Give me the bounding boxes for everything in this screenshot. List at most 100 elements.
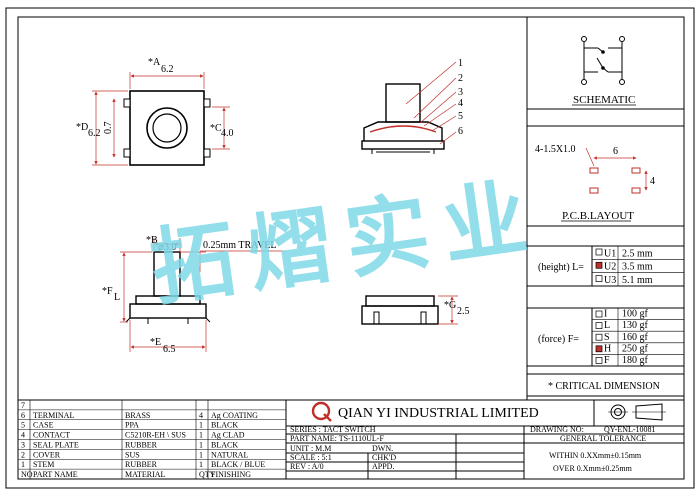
parts-finish-cell: BLACK — [211, 421, 238, 430]
critical-dimension-note: * CRITICAL DIMENSION — [548, 381, 660, 392]
pcb-pad — [631, 167, 641, 174]
rev: REV : A/0 — [290, 462, 324, 471]
side-view: *B ⌀3.0 0.25mm TRAVEL *F L *E 6.5 — [102, 235, 286, 355]
parts-no-cell: 2 — [21, 450, 25, 459]
parts-name-cell: TERMINAL — [33, 411, 74, 420]
height-prefix: (height) L= — [538, 262, 584, 273]
parts-name-cell: CASE — [33, 421, 54, 430]
pcb-dim-h: 6 — [613, 146, 618, 157]
callout-2: 2 — [458, 73, 463, 84]
callout-3: 3 — [458, 87, 463, 98]
force_options-value: 180 gf — [622, 355, 649, 366]
force_options-code: I — [604, 309, 607, 320]
parts-qty-cell: 1 — [199, 460, 203, 469]
parts-name-cell: STEM — [33, 460, 54, 469]
parts-name-cell: COVER — [33, 450, 61, 459]
dim-f-label: *F — [102, 286, 113, 297]
height_options-code: U3 — [604, 275, 616, 286]
parts-no-cell: 1 — [21, 460, 25, 469]
company-logo — [311, 401, 332, 422]
dim-e-value: 6.5 — [163, 344, 176, 355]
part-name: PART NAME: TS-1110UL-F — [290, 434, 384, 443]
parts-finish-cell: Ag CLAD — [211, 431, 245, 440]
tolerance-within: WITHIN 0.XXmm±0.15mm — [549, 451, 642, 460]
callout-6: 6 — [458, 126, 463, 137]
appd: APPD. — [372, 462, 394, 471]
force_options-checkbox — [595, 345, 603, 353]
company-name: QIAN YI INDUSTRIAL LIMITED — [338, 406, 539, 421]
callout-1: 1 — [458, 58, 463, 69]
watermark: 拓熠实业 — [145, 170, 546, 317]
force_options-checkbox — [595, 310, 603, 318]
section-view: 1 2 3 4 5 6 — [361, 58, 463, 154]
parts-finish-cell: Ag COATING — [211, 411, 258, 420]
parts-finish-cell: FINISHING — [211, 470, 251, 479]
scale: SCALE : 5:1 — [290, 453, 332, 462]
parts-no-cell: 4 — [21, 431, 25, 440]
callout-4: 4 — [458, 98, 463, 109]
pcb-dim-v: 4 — [650, 176, 655, 187]
height_options-value: 5.1 mm — [622, 275, 653, 286]
parts-material-cell: RUBBER — [125, 440, 158, 449]
parts-no-cell: 5 — [21, 421, 25, 430]
force_options-code: L — [604, 320, 610, 331]
travel-label: 0.25mm TRAVEL — [203, 240, 277, 251]
force_options-value: 100 gf — [622, 309, 649, 320]
dim-d-label: *D — [76, 122, 88, 133]
parts-qty-cell: 1 — [199, 421, 203, 430]
tolerance-title: GENERAL TOLERANCE — [560, 434, 646, 443]
parts-finish-cell: NATURAL — [211, 450, 248, 459]
parts-name-cell: PART NAME — [33, 470, 78, 479]
parts-material-cell: BRASS — [125, 411, 150, 420]
projection-symbol-icon — [608, 403, 666, 421]
parts-qty-cell: 1 — [199, 450, 203, 459]
parts-name-cell: SEAL PLATE — [33, 440, 79, 449]
parts-material-cell: PPA — [125, 421, 139, 430]
dim-b-value: ⌀3.0 — [158, 242, 177, 253]
pcb-holes-label: 4-1.5X1.0 — [535, 144, 576, 155]
pcb-pad — [589, 167, 599, 174]
callout-5: 5 — [458, 111, 463, 122]
dim-g-label: *G — [444, 300, 456, 311]
force_options-code: S — [604, 332, 610, 343]
force_options-value: 130 gf — [622, 320, 649, 331]
height_options-checkbox — [595, 275, 603, 282]
parts-no-cell: 3 — [21, 440, 25, 449]
height_options-checkbox — [595, 261, 603, 269]
dim-c-label: *C — [210, 123, 222, 134]
parts-no-cell: NO — [21, 470, 33, 479]
drawing-no-label: DRAWING NO: — [530, 425, 584, 434]
parts-qty-cell: 1 — [199, 440, 203, 449]
force_options-code: F — [604, 355, 610, 366]
parts-material-cell: C5210R-EH \ SUS — [125, 431, 186, 440]
parts-no-cell: 7 — [21, 401, 25, 410]
pcb-layout-box: 4-1.5X1.0 6 4 P.C.B.LAYOUT — [526, 125, 685, 227]
dim-e-label: *E — [150, 337, 161, 348]
force_options-code: H — [604, 343, 611, 354]
chkd: CHK'D — [372, 453, 396, 462]
height_options-code: U1 — [604, 248, 616, 259]
pcb-pad — [631, 187, 641, 194]
series: SERIES : TACT SWITCH — [290, 425, 376, 434]
schematic-box: SCHEMATIC — [526, 16, 685, 110]
height_options-value: 3.5 mm — [622, 262, 653, 273]
parts-qty-cell: 4 — [199, 411, 203, 420]
parts-material-cell: MATERIAL — [125, 470, 166, 479]
drawing-no: QY-ENL-10081 — [604, 425, 656, 434]
outer-border — [5, 7, 695, 489]
tolerance-over: OVER 0.Xmm±0.25mm — [553, 464, 633, 473]
height_options-code: U2 — [604, 262, 616, 273]
height_options-checkbox — [595, 248, 603, 256]
dwn: DWN. — [372, 444, 393, 453]
dim-a-value: 6.2 — [161, 64, 174, 75]
pcb-pad — [589, 187, 599, 194]
parts-qty-cell: 1 — [199, 431, 203, 440]
front-view: *G 2.5 — [361, 295, 470, 325]
parts-material-cell: SUS — [125, 450, 140, 459]
force_options-value: 250 gf — [622, 343, 649, 354]
dim-a-label: *A — [148, 57, 161, 68]
top-view: *A 6.2 *D 6.2 0.7 *C 4.0 — [76, 57, 234, 166]
dim-d-value: 6.2 — [88, 128, 101, 139]
